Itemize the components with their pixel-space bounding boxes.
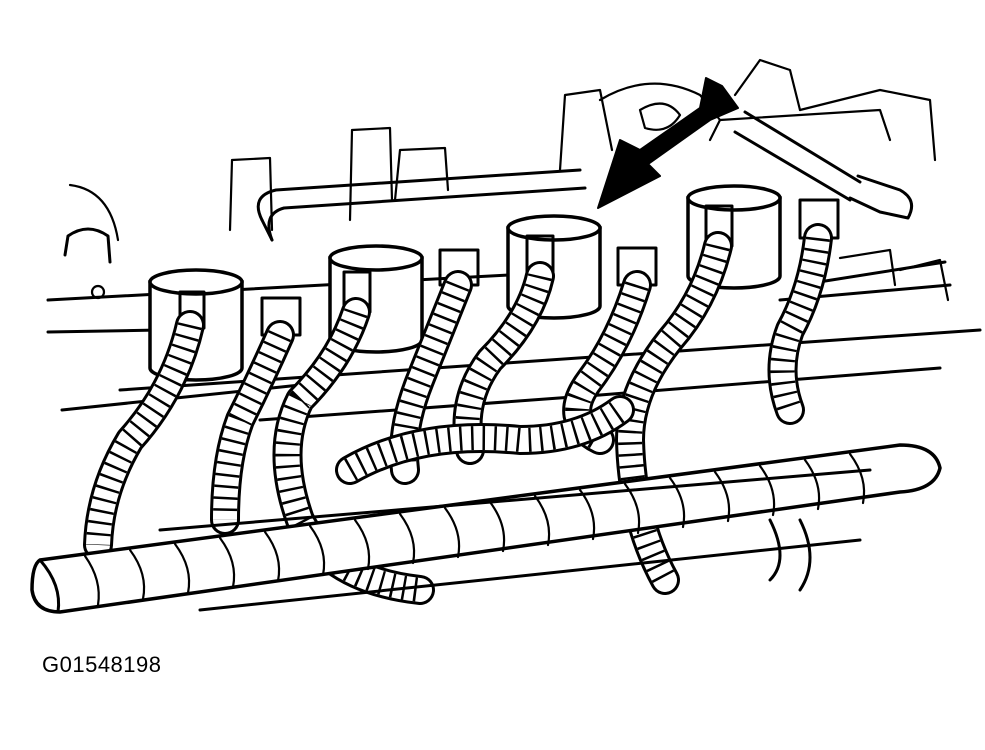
wire-1 xyxy=(83,310,205,560)
wire-8 xyxy=(767,223,833,425)
wire-5 xyxy=(452,261,555,465)
main-harness-tube xyxy=(30,443,942,614)
arrow-pointer-icon xyxy=(597,77,739,209)
wire-crossover xyxy=(335,395,635,485)
figure-code: G01548198 xyxy=(42,652,162,677)
wire-2 xyxy=(210,320,295,535)
